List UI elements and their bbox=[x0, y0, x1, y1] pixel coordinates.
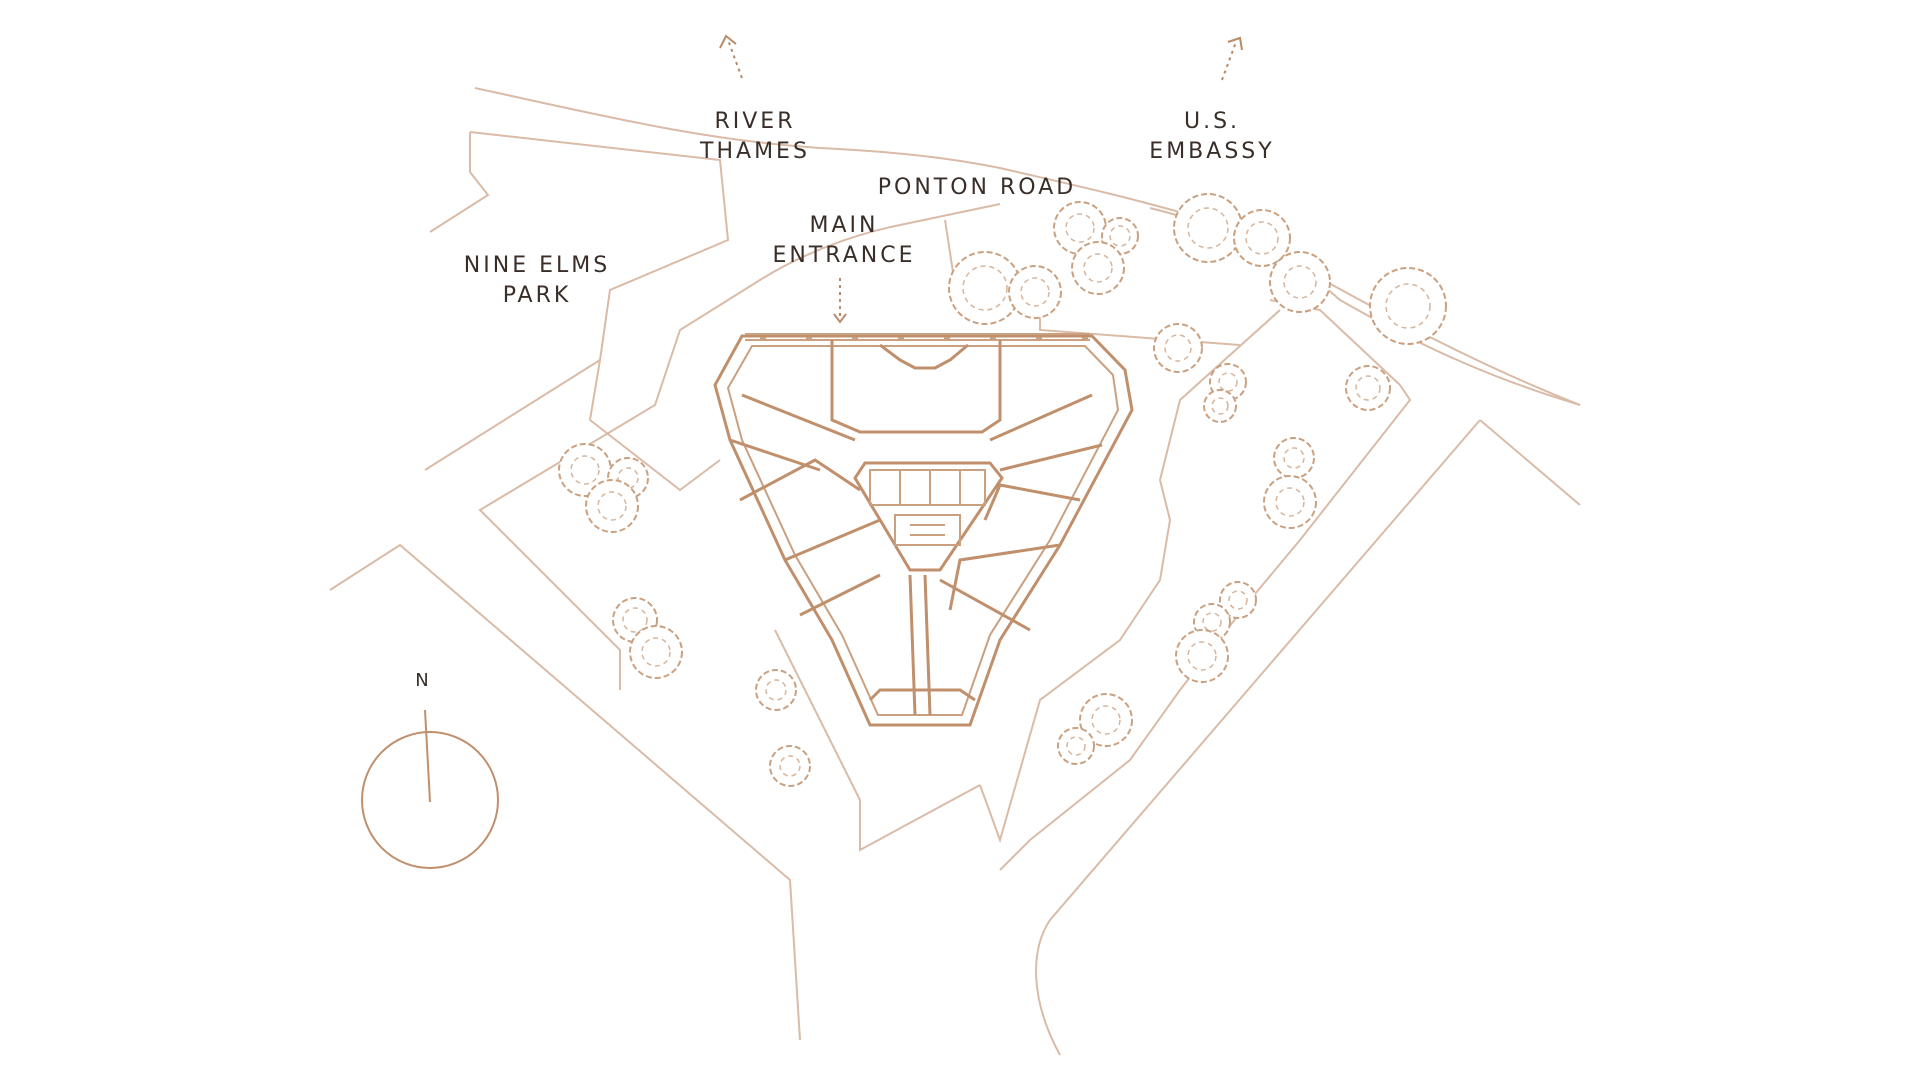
river-thames-label-line1: RIVER bbox=[714, 109, 795, 134]
tree-icon bbox=[1057, 727, 1095, 765]
tree-icon bbox=[1008, 265, 1062, 319]
dotted-arrow-icon bbox=[1221, 36, 1243, 81]
trees bbox=[558, 193, 1447, 787]
road-to-entrance bbox=[478, 203, 1001, 690]
north-label: N bbox=[415, 670, 428, 691]
north-compass-icon bbox=[361, 709, 499, 869]
tree-icon bbox=[1369, 267, 1447, 345]
dotted-arrow-icon bbox=[833, 278, 847, 324]
tree-icon bbox=[1153, 323, 1203, 373]
tree-icon bbox=[1345, 365, 1391, 411]
tree-icon bbox=[1263, 475, 1317, 529]
central-core bbox=[853, 461, 1004, 572]
tree-icon bbox=[1203, 389, 1237, 423]
nine-elms-park-label-line1: NINE ELMS bbox=[464, 253, 610, 278]
tree-icon bbox=[1273, 437, 1315, 479]
tree-icon bbox=[1173, 193, 1243, 263]
us-embassy-label-line2: EMBASSY bbox=[1149, 139, 1274, 164]
ponton-road-label: PONTON ROAD bbox=[878, 175, 1076, 200]
tree-icon bbox=[585, 479, 639, 533]
main-entrance-label-line1: MAIN bbox=[810, 213, 879, 238]
north-unit-walls bbox=[830, 340, 1002, 434]
park-boundary bbox=[424, 131, 730, 471]
tree-icon bbox=[1219, 581, 1257, 619]
far-east-road bbox=[1035, 419, 1481, 1056]
building-outline bbox=[713, 334, 1134, 727]
main-entrance-label-line2: ENTRANCE bbox=[773, 243, 916, 268]
thames-riverbank-line bbox=[474, 87, 1581, 406]
dotted-arrow-icon bbox=[719, 34, 743, 79]
tree-icon bbox=[755, 669, 797, 711]
site-boundaries bbox=[329, 87, 1581, 1056]
tree-icon bbox=[1269, 251, 1331, 313]
map-labels: RIVER THAMES U.S. EMBASSY PONTON ROAD MA… bbox=[415, 109, 1274, 691]
building-inner-outline bbox=[726, 345, 1120, 716]
nine-elms-park-label-line2: PARK bbox=[503, 283, 572, 308]
central-green-boundary bbox=[979, 309, 1281, 844]
west-plot-boundary bbox=[329, 543, 801, 1041]
north-unit-bay bbox=[879, 343, 969, 370]
far-east-road-edge bbox=[1479, 419, 1581, 506]
ponton-road-edge bbox=[429, 132, 490, 233]
core-stairs bbox=[869, 469, 986, 546]
facade-balcony-top bbox=[745, 333, 1090, 341]
river-thames-label-line2: THAMES bbox=[699, 139, 810, 164]
east-partitions bbox=[939, 393, 1103, 632]
building-footprint bbox=[713, 333, 1134, 727]
tree-icon bbox=[629, 625, 683, 679]
tree-icon bbox=[1233, 209, 1291, 267]
south-partitions bbox=[868, 574, 976, 716]
tree-icon bbox=[769, 745, 811, 787]
tree-icon bbox=[1079, 693, 1133, 747]
south-plot-boundary bbox=[774, 629, 981, 852]
us-embassy-label-line1: U.S. bbox=[1184, 109, 1240, 134]
tree-icon bbox=[1071, 241, 1125, 295]
lower-west-path bbox=[588, 359, 721, 492]
west-partitions bbox=[729, 393, 881, 617]
tree-icon bbox=[1175, 629, 1229, 683]
